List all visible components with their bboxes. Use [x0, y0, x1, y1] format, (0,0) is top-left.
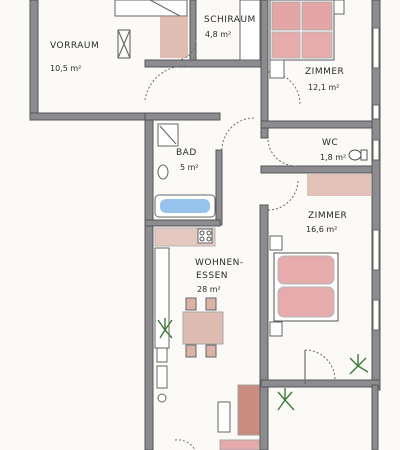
area-bad: 5 m² [180, 163, 199, 172]
stove [197, 228, 213, 244]
chair-1 [185, 297, 197, 311]
chair-2 [205, 297, 217, 311]
door-schiraum [175, 39, 197, 61]
wall-zimmer2-bottom [260, 379, 381, 388]
dining-table [182, 311, 224, 345]
zimmer2-furniture [269, 174, 371, 337]
wall-center-left [144, 112, 154, 450]
nightstand-2 [269, 59, 285, 79]
bed2-blanket [277, 286, 335, 318]
bed1-blanket-right [301, 31, 333, 59]
toilet [348, 149, 362, 161]
label-essen: ESSEN [196, 271, 228, 281]
bed1-pillow-left [271, 1, 301, 31]
wall-schiraum-zimmer [260, 0, 269, 139]
wall-vorraum-schiraum [189, 0, 197, 65]
room-labels: VORRAUM 10,5 m² SCHIRAUM 4,8 m² ZIMMER 1… [50, 15, 347, 294]
door-zimmer2 [267, 179, 299, 211]
zimmer1-bed [269, 0, 345, 79]
wardrobe-fill [160, 16, 188, 58]
wall-schiraum-bottom [144, 59, 266, 68]
burner-2 [206, 230, 212, 236]
window-wc [372, 139, 380, 161]
burner-3 [199, 236, 205, 242]
chair-3 [185, 344, 197, 358]
sofa [237, 384, 261, 436]
wohnen-furniture [154, 227, 261, 450]
window-zimmer2-lower [372, 299, 380, 331]
label-vorraum: VORRAUM [50, 41, 99, 51]
area-zimmer2: 16,6 m² [306, 225, 337, 234]
door-bad [221, 117, 255, 151]
cabinet-2 [156, 365, 168, 389]
plant-balcony [277, 388, 295, 411]
wall-lower-right [371, 384, 379, 450]
door-balcony [304, 349, 336, 381]
label-zimmer2: ZIMMER [308, 211, 347, 221]
wall-bath-top [144, 112, 221, 121]
area-zimmer1: 12,1 m² [308, 83, 339, 92]
label-bad: BAD [176, 148, 197, 158]
window-zimmer1 [372, 27, 380, 69]
wardrobe-shade [149, 0, 181, 17]
wall-zimmer1-bottom [260, 120, 381, 129]
label-schiraum: SCHIRAUM [204, 15, 256, 25]
plants [157, 318, 369, 411]
shower-diag [159, 125, 177, 145]
zimmer2-nightstand [269, 235, 283, 251]
bad-furniture [154, 123, 216, 218]
wardrobe [114, 0, 188, 17]
shoe-rack-x2 [117, 29, 131, 59]
door-vorraum [144, 65, 186, 101]
area-wohnen: 28 m² [197, 285, 221, 294]
area-wc: 1,8 m² [320, 153, 346, 162]
nightstand-1 [333, 0, 345, 15]
plant-wohnen [157, 318, 173, 339]
wall-vorraum-bottom [29, 112, 146, 121]
armchair [219, 439, 261, 450]
wall-bath-right [215, 149, 223, 226]
bathtub-water [160, 199, 210, 213]
wall-wohnen-right [259, 204, 269, 450]
cabinet-1 [156, 347, 168, 363]
window-wc-top [372, 104, 380, 120]
wall-bath-bottom [144, 219, 221, 227]
burner-1 [199, 230, 205, 236]
area-schiraum: 4,8 m² [205, 30, 231, 39]
bed1-pillow-right [301, 1, 333, 31]
bed1-blanket-left [271, 31, 301, 59]
round-stool [157, 393, 167, 403]
zimmer2-nightstand-2 [269, 321, 283, 337]
label-zimmer1: ZIMMER [305, 67, 344, 77]
sink [157, 164, 169, 180]
toilet-tank [360, 149, 368, 161]
walls [29, 0, 381, 450]
chair-4 [205, 344, 217, 358]
wall-wc-bottom [260, 165, 381, 174]
wc-furniture [348, 149, 368, 161]
vorraum-furniture [114, 0, 188, 59]
area-vorraum: 10,5 m² [50, 64, 81, 73]
wall-vorraum-left [29, 0, 39, 121]
window-zimmer2 [372, 229, 380, 271]
door-wohnen-lower [174, 439, 196, 450]
coffee-table [217, 401, 231, 433]
schiraum-shelf [239, 0, 261, 61]
label-wc: WC [322, 138, 338, 148]
shoe-rack [117, 29, 131, 59]
plant-zimmer2 [349, 354, 369, 375]
burner-4 [206, 236, 212, 242]
bed2-pillow [277, 255, 335, 285]
door-wc [267, 139, 297, 167]
zimmer2-wardrobe [307, 174, 371, 196]
label-wohnen: WOHNEN- [195, 258, 244, 268]
